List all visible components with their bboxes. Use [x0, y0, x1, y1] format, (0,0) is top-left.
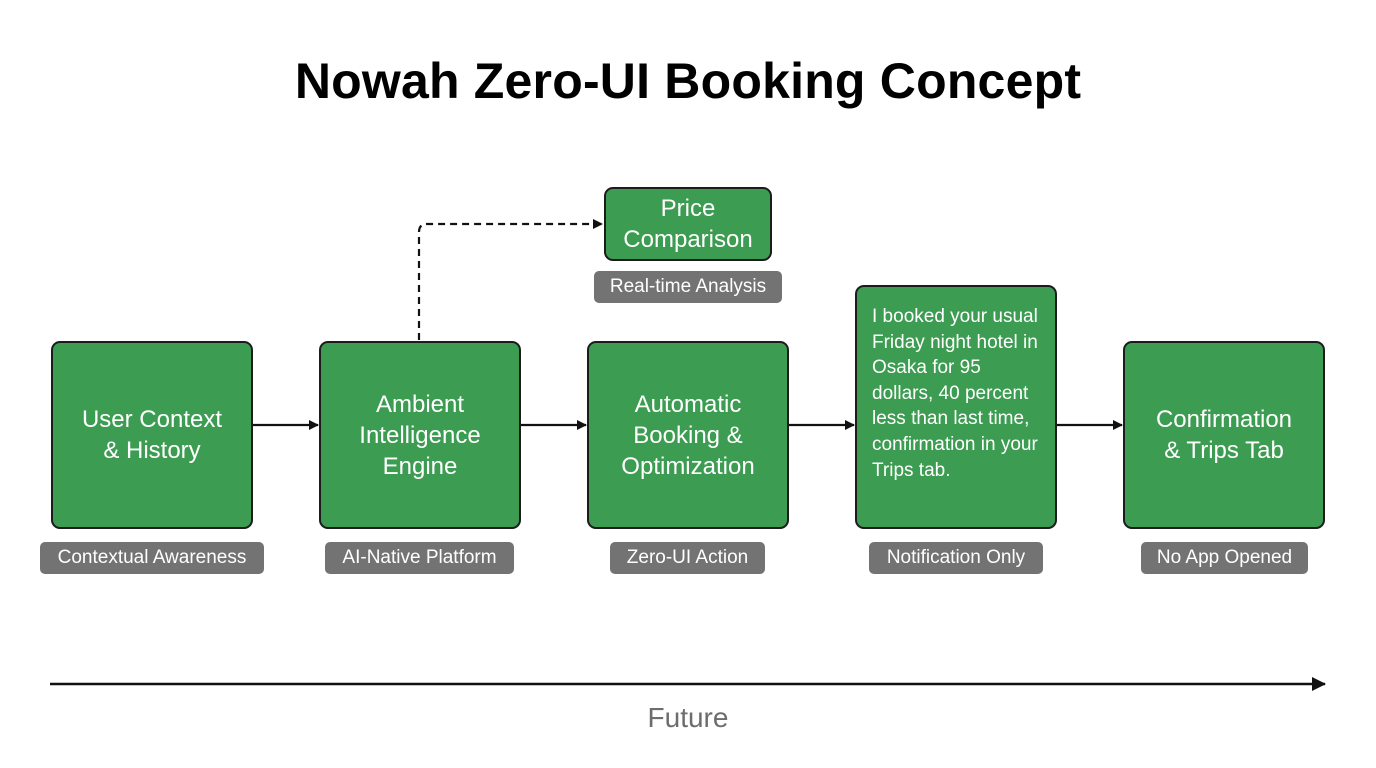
step-ambient-intelligence: Ambient Intelligence Engine	[319, 341, 521, 529]
dashed-arrow-engine-to-price	[417, 219, 603, 340]
tag-zero-ui-action: Zero-UI Action	[610, 542, 765, 574]
step-user-context: User Context & History	[51, 341, 253, 529]
tag-ai-native-platform: AI-Native Platform	[325, 542, 514, 574]
page-title: Nowah Zero-UI Booking Concept	[294, 53, 1082, 109]
step-automatic-booking: Automatic Booking & Optimization	[587, 341, 789, 529]
branch-price-comparison: Price Comparison	[604, 187, 772, 261]
tag-real-time-analysis: Real-time Analysis	[594, 271, 782, 303]
timeline-label: Future	[647, 702, 729, 733]
step-confirmation: Confirmation & Trips Tab	[1123, 341, 1325, 529]
tag-no-app-opened: No App Opened	[1141, 542, 1308, 574]
tag-notification-only: Notification Only	[869, 542, 1043, 574]
step-notification-message: I booked your usual Friday night hotel i…	[855, 285, 1057, 529]
tag-contextual-awareness: Contextual Awareness	[40, 542, 264, 574]
